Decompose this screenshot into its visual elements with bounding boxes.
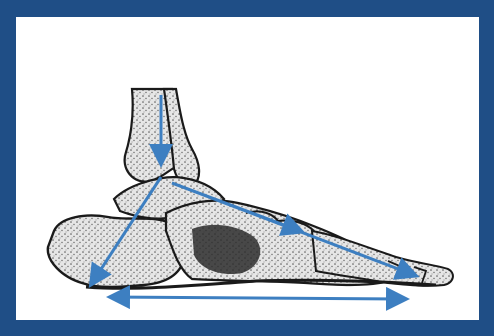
base-span-arrow — [112, 297, 404, 299]
diagram-canvas — [16, 17, 479, 320]
calcaneus-bone — [48, 216, 185, 287]
foot-diagram — [16, 17, 479, 320]
